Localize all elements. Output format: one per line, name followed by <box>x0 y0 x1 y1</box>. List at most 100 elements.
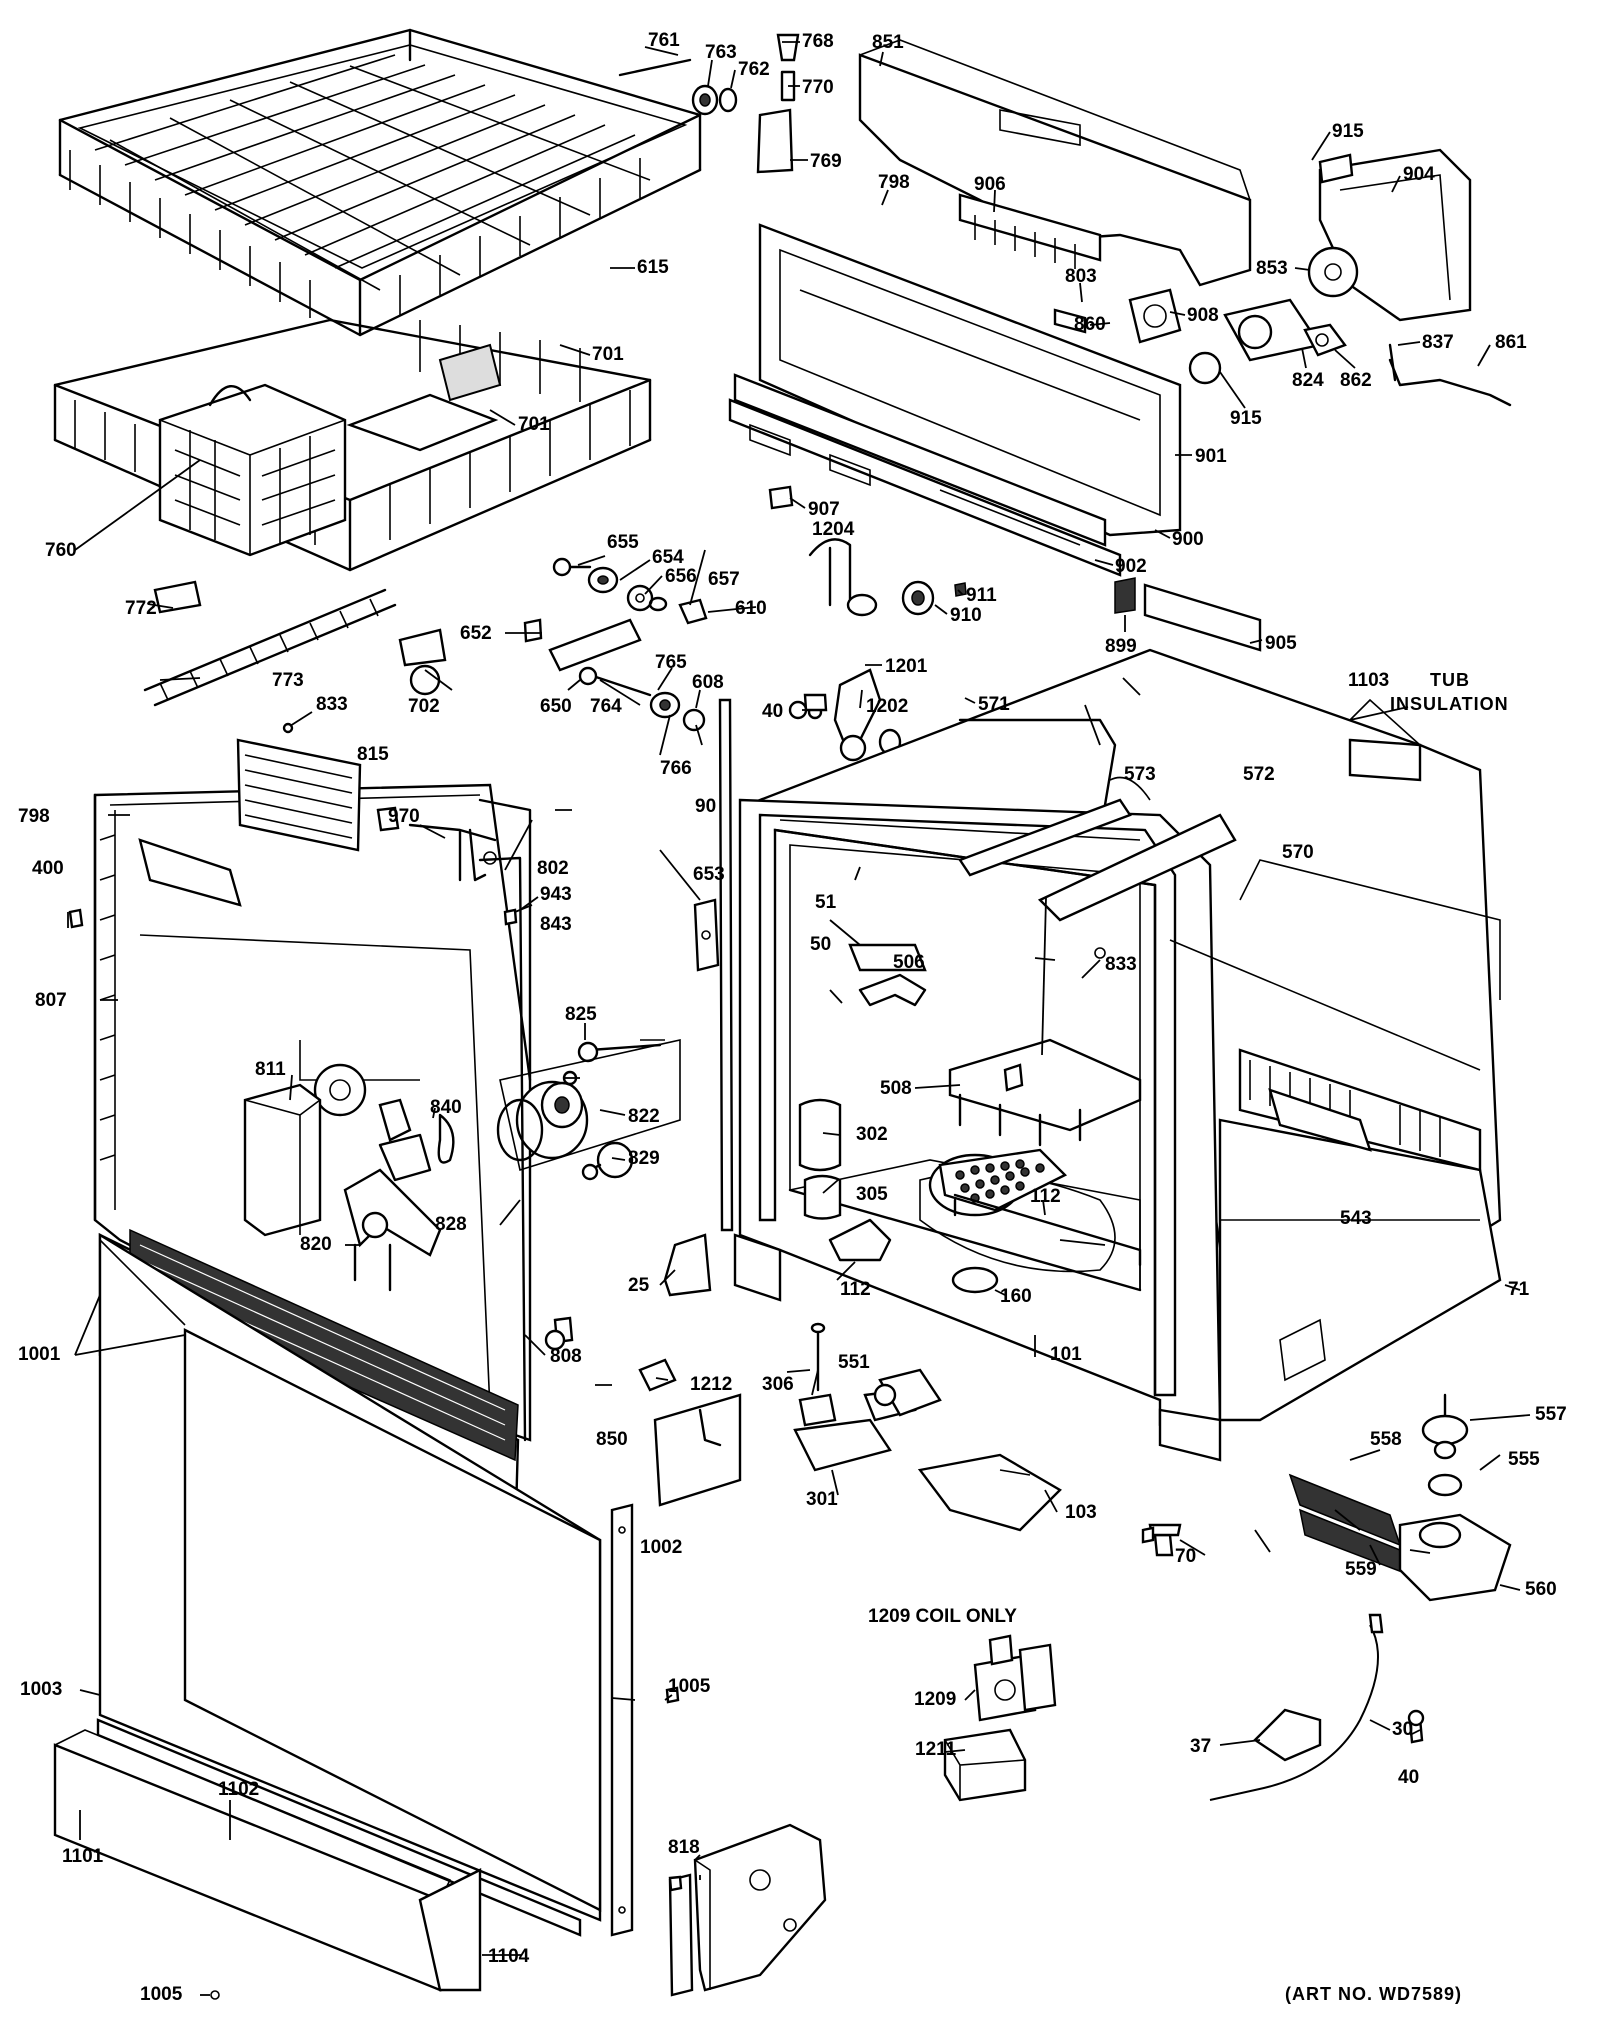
callout-559: 559 <box>1345 1559 1377 1580</box>
callout-825: 825 <box>565 1004 597 1025</box>
callout-571: 571 <box>978 694 1010 715</box>
callout-1102: 1102 <box>218 1779 259 1800</box>
callout-860: 860 <box>1074 314 1106 335</box>
callout-762: 762 <box>738 59 770 80</box>
callout-1002: 1002 <box>640 1537 682 1558</box>
callout-1001: 1001 <box>18 1344 61 1365</box>
callout-1104: 1104 <box>488 1946 530 1967</box>
callout-773: 773 <box>272 670 304 691</box>
tub-insulation-label-1: TUB <box>1430 670 1470 690</box>
callout-71: 71 <box>1508 1279 1530 1300</box>
callout-899: 899 <box>1105 636 1137 657</box>
callout-902: 902 <box>1115 556 1147 577</box>
upper-rack <box>58 28 702 337</box>
dishwasher-tub <box>733 648 1502 1462</box>
callout-650: 650 <box>540 696 572 717</box>
toe-kick-panel <box>53 1718 582 2000</box>
drain-valve-assembly <box>1288 1393 1512 1602</box>
callout-555: 555 <box>1508 1449 1540 1470</box>
callout-112-left: 112 <box>840 1279 871 1300</box>
callout-608: 608 <box>692 672 724 693</box>
callout-103: 103 <box>1065 1502 1097 1523</box>
callout-160: 160 <box>1000 1286 1032 1307</box>
callout-1103: 1103 <box>1348 670 1389 691</box>
callout-558: 558 <box>1370 1429 1402 1450</box>
tub-interior-parts <box>663 943 1142 1297</box>
callout-615: 615 <box>637 257 669 278</box>
callout-915-top: 915 <box>1332 121 1364 142</box>
callout-760: 760 <box>45 540 77 561</box>
door-knob-parts <box>496 1039 681 1181</box>
lower-rack <box>53 318 652 572</box>
callout-768: 768 <box>802 31 834 52</box>
side-rail <box>693 698 734 1232</box>
silverware-basket <box>158 383 347 557</box>
callout-766: 766 <box>660 758 692 779</box>
callout-772: 772 <box>125 598 157 619</box>
callout-840: 840 <box>430 1097 462 1118</box>
screws <box>68 693 1155 1892</box>
callout-25: 25 <box>628 1275 650 1296</box>
callout-770: 770 <box>802 77 834 98</box>
leader-lines <box>67 41 1531 1996</box>
rack-rail <box>143 588 397 707</box>
callout-701-mid: 701 <box>518 414 550 435</box>
callout-818: 818 <box>668 1837 700 1858</box>
callout-908: 908 <box>1187 305 1219 326</box>
callout-701-right: 701 <box>592 344 624 365</box>
callout-560: 560 <box>1525 1579 1557 1600</box>
callout-802: 802 <box>537 858 569 879</box>
callout-853: 853 <box>1256 258 1288 279</box>
callout-1209: 1209 <box>914 1689 956 1710</box>
detergent-dispenser <box>243 1083 455 1292</box>
door-latch-parts <box>376 806 497 882</box>
callout-851: 851 <box>872 32 904 53</box>
callout-837: 837 <box>1422 332 1454 353</box>
callout-970: 970 <box>388 806 420 827</box>
callout-905: 905 <box>1265 633 1297 654</box>
panel-small-parts <box>768 485 1262 652</box>
callout-761: 761 <box>648 30 680 51</box>
callout-910: 910 <box>950 605 982 626</box>
callout-400: 400 <box>32 858 64 879</box>
vent-grille <box>236 738 362 852</box>
callout-1211: 1211 <box>915 1739 957 1760</box>
callout-843: 843 <box>540 914 572 935</box>
callout-655: 655 <box>607 532 639 553</box>
callout-850: 850 <box>596 1429 628 1450</box>
callout-1003: 1003 <box>20 1679 62 1700</box>
callout-1212: 1212 <box>690 1374 732 1395</box>
callout-702: 702 <box>408 696 440 717</box>
callout-764: 764 <box>590 696 622 717</box>
callout-572: 572 <box>1243 764 1275 785</box>
callout-862: 862 <box>1340 370 1372 391</box>
callout-506: 506 <box>893 952 925 973</box>
callout-1005-right: 1005 <box>668 1676 711 1697</box>
callout-543: 543 <box>1340 1208 1372 1229</box>
callout-labels: 761 763 762 768 770 769 851 915 904 798 … <box>18 30 1567 2005</box>
callout-803: 803 <box>1065 266 1097 287</box>
callout-573: 573 <box>1124 764 1156 785</box>
callout-904: 904 <box>1403 164 1435 185</box>
callout-808: 808 <box>550 1346 582 1367</box>
art-number: (ART NO. WD7589) <box>1285 1984 1462 2004</box>
callout-911: 911 <box>966 585 997 606</box>
callout-1005-bottom: 1005 <box>140 1984 183 2005</box>
callout-943: 943 <box>540 884 572 905</box>
callout-101: 101 <box>1050 1344 1082 1365</box>
callout-305: 305 <box>856 1184 888 1205</box>
callout-30: 30 <box>1392 1719 1413 1740</box>
callout-901: 901 <box>1195 446 1227 467</box>
callout-822: 822 <box>628 1106 660 1127</box>
callout-654: 654 <box>652 547 684 568</box>
callout-551: 551 <box>838 1352 870 1373</box>
coil-only-note: 1209 COIL ONLY <box>868 1606 1017 1627</box>
callout-765: 765 <box>655 652 687 673</box>
callout-907: 907 <box>808 499 840 520</box>
callout-656: 656 <box>665 566 697 587</box>
callout-820: 820 <box>300 1234 332 1255</box>
water-valve <box>943 1634 1057 1802</box>
callout-798-left: 798 <box>18 806 50 827</box>
callout-610: 610 <box>735 598 767 619</box>
